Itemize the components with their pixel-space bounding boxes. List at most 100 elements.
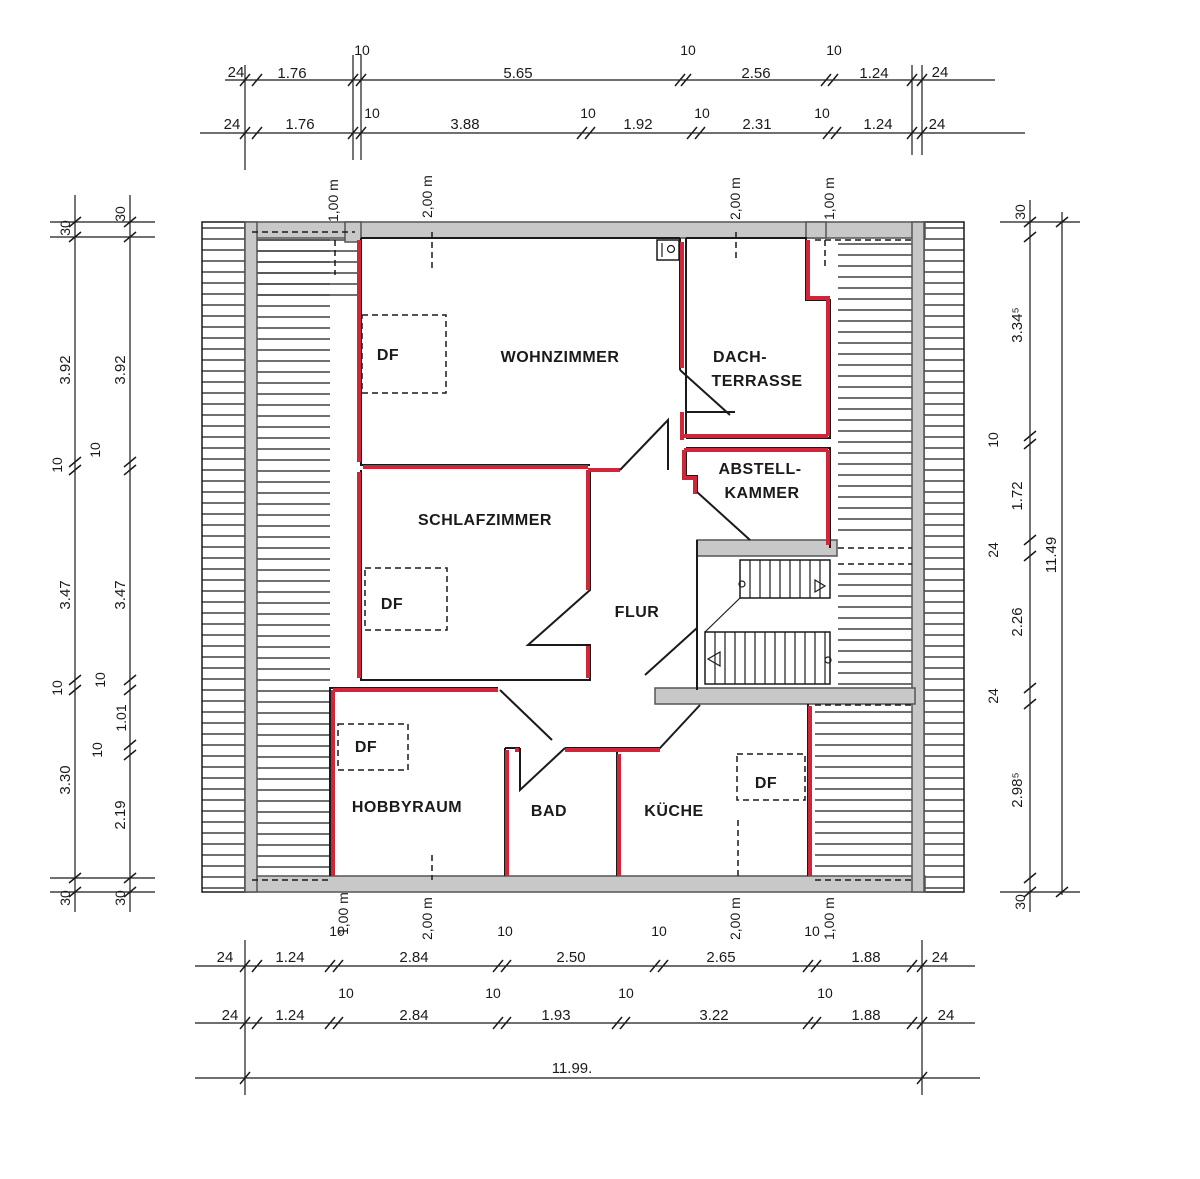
dim-label: 2.31 bbox=[742, 116, 771, 133]
dim-label: 10 bbox=[87, 442, 103, 458]
dim-label: 3.34⁵ bbox=[1009, 307, 1026, 342]
height-mark: 1,00 m bbox=[325, 179, 341, 222]
dim-label: 10 bbox=[694, 105, 710, 121]
dim-tick bbox=[123, 216, 137, 228]
dim-tick bbox=[1023, 430, 1037, 442]
dim-label: 10 bbox=[329, 923, 345, 939]
dim-label: 2.84 bbox=[399, 1007, 428, 1024]
room-label-schlafzimmer: SCHLAFZIMMER bbox=[418, 512, 552, 529]
dim-tick bbox=[123, 456, 137, 468]
dim-tick bbox=[251, 73, 263, 87]
outer-wall bbox=[244, 221, 926, 893]
dim-label: 2.19 bbox=[112, 800, 129, 829]
dim-label: 1.01 bbox=[113, 704, 129, 731]
dim-tick bbox=[694, 126, 706, 140]
roof-edge-left bbox=[201, 221, 246, 893]
dim-tick bbox=[611, 1016, 623, 1030]
dim-label: 2.98⁵ bbox=[1009, 772, 1026, 807]
dim-label: 1.76 bbox=[285, 116, 314, 133]
stair-start-dot bbox=[738, 580, 746, 588]
dim-label: 1.24 bbox=[275, 1007, 304, 1024]
dim-tick bbox=[916, 126, 928, 140]
dim-total-width: 11.99. bbox=[552, 1060, 593, 1077]
dim-tick bbox=[68, 216, 82, 228]
skylight-label: DF bbox=[755, 775, 777, 792]
dim-label: 10 bbox=[985, 432, 1001, 448]
dim-label: 10 bbox=[826, 42, 842, 58]
dim-label: 2.26 bbox=[1009, 607, 1026, 636]
dim-tick bbox=[1023, 550, 1037, 562]
dim-label: 10 bbox=[92, 672, 108, 688]
dim-label: 30 bbox=[57, 890, 73, 906]
dim-label: 10 bbox=[89, 742, 105, 758]
dim-label: 10 bbox=[338, 985, 354, 1001]
dim-tick bbox=[324, 1016, 336, 1030]
dim-tick bbox=[324, 959, 336, 973]
skylight-label: DF bbox=[377, 347, 399, 364]
staircase bbox=[704, 559, 832, 685]
dim-tick bbox=[820, 73, 832, 87]
dim-tick bbox=[239, 1016, 251, 1030]
dim-label: 10 bbox=[49, 680, 65, 696]
dim-tick bbox=[1055, 216, 1069, 228]
dim-chain-top-2: 24 1.76 10 3.88 10 1.92 10 2.31 10 1.24 … bbox=[224, 105, 946, 133]
dim-tick bbox=[123, 872, 137, 884]
dim-tick bbox=[239, 73, 251, 87]
room-label-abstellkammer-line2: KAMMER bbox=[725, 485, 800, 502]
stair-arrow-icon bbox=[706, 650, 721, 668]
chimney-icon bbox=[656, 239, 680, 261]
stair-landing-line bbox=[704, 597, 741, 633]
dim-chain-left-1: 30 3.92 10 3.47 10 3.30 30 bbox=[49, 220, 74, 906]
dim-tick bbox=[657, 959, 669, 973]
dim-tick bbox=[686, 126, 698, 140]
height-mark: 2,00 m bbox=[727, 897, 743, 940]
dim-tick bbox=[500, 959, 512, 973]
dim-label: 24 bbox=[217, 949, 234, 966]
height-mark: 1,00 m bbox=[821, 177, 837, 220]
dim-label: 1.76 bbox=[277, 65, 306, 82]
dim-label: 10 bbox=[580, 105, 596, 121]
dim-label: 2.84 bbox=[399, 949, 428, 966]
red-wall-markings bbox=[331, 240, 830, 876]
dim-tick bbox=[674, 73, 686, 87]
dim-label: 10 bbox=[49, 457, 65, 473]
dim-tick bbox=[810, 1016, 822, 1030]
dim-label: 10 bbox=[651, 923, 667, 939]
dim-tick bbox=[251, 1016, 263, 1030]
dim-tick bbox=[68, 684, 82, 696]
dim-tick bbox=[680, 73, 692, 87]
dim-tick bbox=[68, 456, 82, 468]
dim-label: 24 bbox=[228, 64, 245, 81]
dim-chain-bottom-1: 24 1.24 10 2.84 10 2.50 10 2.65 10 1.88 … bbox=[217, 923, 949, 966]
dim-tick bbox=[1023, 872, 1037, 884]
dim-tick bbox=[802, 1016, 814, 1030]
dim-tick bbox=[916, 73, 928, 87]
dim-label: 30 bbox=[1012, 894, 1028, 910]
dim-label: 30 bbox=[112, 890, 128, 906]
dim-label: 3.47 bbox=[57, 580, 74, 609]
room-labels: WOHNZIMMER DACH- TERRASSE ABSTELL- KAMME… bbox=[352, 347, 802, 820]
dim-tick bbox=[355, 126, 367, 140]
stair-flight-upper bbox=[739, 559, 831, 599]
dim-label: 3.88 bbox=[450, 116, 479, 133]
dim-tick bbox=[906, 1016, 918, 1030]
dim-tick bbox=[802, 959, 814, 973]
dim-label: 1.88 bbox=[851, 949, 880, 966]
height-marks: 1,00 m 2,00 m 2,00 m 1,00 m 1,00 m 2,00 … bbox=[325, 175, 837, 940]
dim-tick bbox=[492, 959, 504, 973]
height-mark: 2,00 m bbox=[419, 897, 435, 940]
dim-tick bbox=[332, 959, 344, 973]
dim-chain-top-1: 24 1.76 10 5.65 10 2.56 10 1.24 24 bbox=[228, 42, 949, 82]
dim-tick bbox=[332, 1016, 344, 1030]
dim-label: 5.65 bbox=[503, 65, 532, 82]
dim-tick bbox=[906, 73, 918, 87]
room-label-hobbyraum: HOBBYRAUM bbox=[352, 799, 462, 816]
dim-tick bbox=[492, 1016, 504, 1030]
dim-label: 1.24 bbox=[863, 116, 892, 133]
dim-tick bbox=[123, 886, 137, 898]
dim-tick bbox=[68, 231, 82, 243]
dim-tick bbox=[347, 73, 359, 87]
room-label-kueche: KÜCHE bbox=[644, 801, 703, 820]
dim-label: 10 bbox=[497, 923, 513, 939]
dim-label: 10 bbox=[618, 985, 634, 1001]
